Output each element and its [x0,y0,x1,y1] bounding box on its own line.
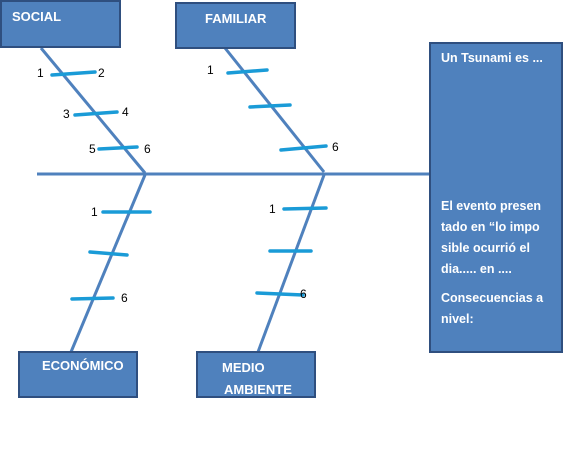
tick-medio-3 [255,291,305,297]
box-familiar: FAMILIAR [175,2,296,49]
box-medio-label-1: MEDIO [222,360,265,375]
box-economico-label: ECONÓMICO [42,358,124,373]
tick-medio-1 [282,206,328,211]
head-event-line-4: dia..... en .... [441,262,512,276]
head-event-line-2: tado en “lo impo [441,220,540,234]
tick-social-2 [73,110,119,117]
bone-social [39,47,147,174]
num-social-4: 4 [122,105,129,119]
box-economico: ECONÓMICO [18,351,138,398]
num-economico-6: 6 [121,291,128,305]
head-title: Un Tsunami es ... [441,51,543,65]
head-event-line-1: El evento presen [441,199,542,213]
tick-economico-2 [88,250,129,257]
bone-economico [69,174,147,353]
tick-social-1 [50,70,97,77]
num-social-6: 6 [144,142,151,156]
num-social-2: 2 [98,66,105,80]
box-social-label: SOCIAL [12,9,61,24]
tick-economico-3 [70,296,115,301]
num-economico-1: 1 [91,205,98,219]
bone-familiar [223,47,326,173]
num-social-5: 5 [89,142,96,156]
tick-familiar-2 [248,103,292,109]
ticks [50,68,328,301]
num-medio-1: 1 [269,202,276,216]
box-familiar-label: FAMILIAR [205,11,267,26]
box-medio-label-2: AMBIENTE [224,382,292,397]
tick-familiar-3 [279,144,328,152]
bone-medio-ambiente [256,174,326,353]
head-consequences-line-1: Consecuencias a [441,291,544,305]
num-medio-6: 6 [300,287,307,301]
head-consequences-line-2: nivel: [441,312,474,326]
box-medio-ambiente: MEDIO AMBIENTE [196,351,316,398]
num-familiar-1: 1 [207,63,214,77]
box-social: SOCIAL [0,0,121,48]
problem-head-box: Un Tsunami es ... El evento presen tado … [429,42,563,353]
num-social-3: 3 [63,107,70,121]
head-event-line-3: sible ocurrió el [441,241,530,255]
num-social-1: 1 [37,66,44,80]
num-familiar-6: 6 [332,140,339,154]
tick-familiar-1 [226,68,269,75]
tick-social-3 [97,145,139,151]
